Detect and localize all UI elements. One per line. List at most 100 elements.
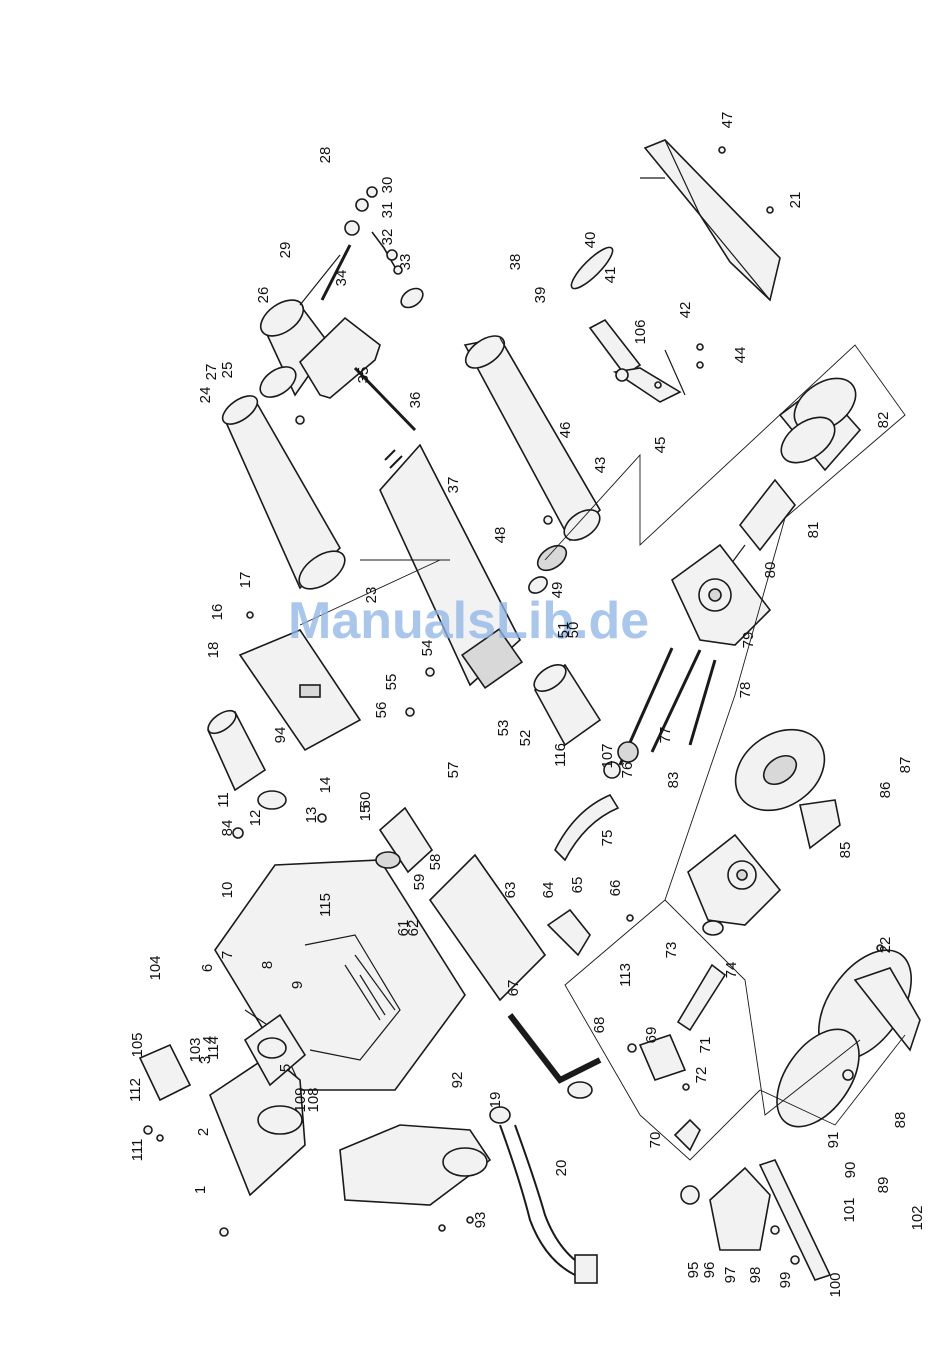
part-label-47: 47 <box>719 112 736 129</box>
part-label-62: 62 <box>405 920 422 937</box>
part-label-79: 79 <box>740 632 757 649</box>
belt-75 <box>554 741 639 862</box>
part-label-105: 105 <box>129 1032 146 1057</box>
part-label-114: 114 <box>205 1036 222 1060</box>
part-label-86: 86 <box>877 782 894 799</box>
part-label-15: 15 <box>357 805 374 822</box>
part-label-69: 69 <box>643 1027 660 1044</box>
part-label-73: 73 <box>663 942 680 959</box>
part-label-67: 67 <box>505 980 522 997</box>
assembly-outlines <box>299 344 906 1161</box>
belt-drum-24 <box>221 395 346 590</box>
part-label-100: 100 <box>827 1272 844 1297</box>
part-label-9: 9 <box>289 981 306 989</box>
part-label-101: 101 <box>841 1197 858 1222</box>
part-label-59: 59 <box>411 874 428 891</box>
sleeve-52 <box>533 663 602 747</box>
part-label-7: 7 <box>219 951 236 959</box>
part-label-94: 94 <box>272 727 289 744</box>
cover-plate-18 <box>238 629 362 752</box>
part-label-54: 54 <box>419 640 436 657</box>
part-label-13: 13 <box>303 807 320 824</box>
fasteners <box>143 146 884 1265</box>
power-cord-20 <box>489 1106 598 1284</box>
part-label-46: 46 <box>557 422 574 439</box>
part-label-11: 11 <box>215 792 232 808</box>
part-label-97: 97 <box>722 1267 739 1284</box>
part-label-60: 60 <box>357 792 374 809</box>
part-label-55: 55 <box>383 674 400 691</box>
end-plate-2 <box>209 1054 306 1197</box>
part-label-76: 76 <box>619 762 636 779</box>
part-label-42: 42 <box>677 302 694 319</box>
part-label-53: 53 <box>495 720 512 737</box>
mount-3 <box>243 1013 307 1087</box>
motor-assembly-82 <box>727 377 862 569</box>
part-label-34: 34 <box>333 270 350 287</box>
part-label-30: 30 <box>379 177 396 194</box>
fan-cover-85 <box>734 728 841 850</box>
part-label-4: 4 <box>200 1036 217 1044</box>
part-label-1: 1 <box>192 1186 209 1194</box>
tube-11 <box>206 709 287 810</box>
part-label-83: 83 <box>665 772 682 789</box>
part-label-61: 61 <box>395 920 412 937</box>
part-label-21: 21 <box>787 192 804 209</box>
part-label-26: 26 <box>255 287 272 304</box>
part-label-74: 74 <box>723 962 740 979</box>
part-label-107: 107 <box>599 743 616 768</box>
motor-cylinder-26 <box>259 254 341 398</box>
part-label-33: 33 <box>397 254 414 271</box>
dust-chute-93 <box>339 1124 492 1206</box>
part-label-81: 81 <box>805 522 822 539</box>
fence-64 <box>546 908 591 957</box>
part-label-38: 38 <box>507 254 524 271</box>
part-label-95: 95 <box>685 1262 702 1279</box>
part-label-84: 84 <box>219 820 236 837</box>
part-label-63: 63 <box>502 882 519 899</box>
table-plate-63 <box>428 853 547 1002</box>
part-label-40: 40 <box>582 232 599 249</box>
part-label-10: 10 <box>219 882 236 899</box>
part-label-78: 78 <box>737 682 754 699</box>
watermark: ManualsLib.de <box>288 592 649 650</box>
part-label-70: 70 <box>647 1132 664 1149</box>
linkage-parts <box>570 246 686 403</box>
part-label-32: 32 <box>379 229 396 246</box>
part-label-58: 58 <box>427 854 444 871</box>
part-label-28: 28 <box>317 147 334 164</box>
belt-frame-38 <box>463 335 602 542</box>
part-label-24: 24 <box>197 387 214 404</box>
part-label-49: 49 <box>549 582 566 599</box>
part-label-50: 50 <box>565 622 582 639</box>
part-label-25: 25 <box>219 362 236 379</box>
part-label-20: 20 <box>553 1160 570 1177</box>
lever-74 <box>638 963 727 1152</box>
part-label-99: 99 <box>777 1272 794 1289</box>
part-label-88: 88 <box>892 1112 909 1129</box>
part-label-44: 44 <box>732 347 749 364</box>
part-label-112: 112 <box>127 1078 144 1102</box>
bracket-112 <box>138 1043 192 1102</box>
part-label-89: 89 <box>875 1177 892 1194</box>
part-label-37: 37 <box>445 477 462 494</box>
part-label-16: 16 <box>209 604 226 621</box>
part-label-5: 5 <box>277 1064 294 1072</box>
rail-plate-21 <box>640 139 781 302</box>
part-label-27: 27 <box>203 364 220 381</box>
part-label-87: 87 <box>897 757 914 774</box>
part-label-3: 3 <box>197 1056 214 1064</box>
part-label-108: 108 <box>305 1087 322 1112</box>
part-label-68: 68 <box>591 1017 608 1034</box>
part-label-93: 93 <box>472 1212 489 1229</box>
part-label-17: 17 <box>237 572 254 589</box>
bracket-35 <box>298 316 417 432</box>
part-label-43: 43 <box>592 457 609 474</box>
part-label-75: 75 <box>599 830 616 847</box>
part-label-14: 14 <box>317 777 334 794</box>
part-label-12: 12 <box>247 810 264 827</box>
part-label-80: 80 <box>762 562 779 579</box>
part-label-35: 35 <box>355 367 372 384</box>
part-label-111: 111 <box>129 1139 146 1162</box>
